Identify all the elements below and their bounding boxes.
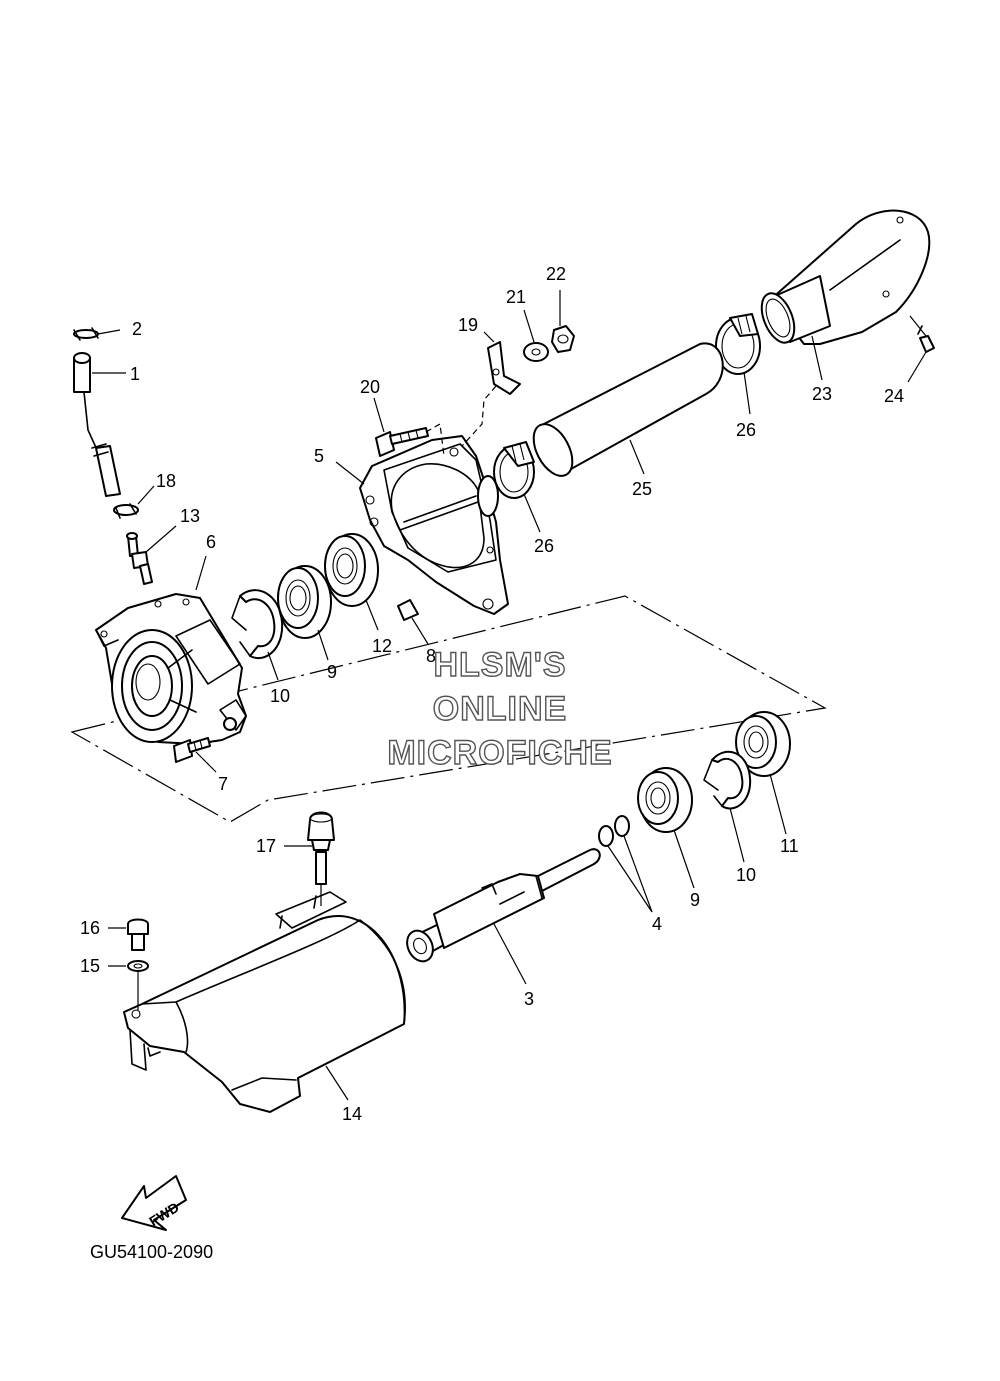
circlip-part-10-upper [231, 589, 284, 659]
callout-10-lower: 10 [736, 865, 756, 885]
bearing-part-11 [735, 711, 791, 777]
callout-20: 20 [360, 377, 380, 397]
clamp-part-26-upper [715, 313, 761, 375]
bearing-part-9-upper [277, 565, 332, 639]
nut-part-22 [551, 325, 575, 353]
screw-part-24 [917, 325, 935, 353]
cover-part-14 [123, 891, 406, 1113]
clip-part-18 [113, 503, 139, 519]
dash-19-5 [461, 385, 497, 447]
watermark: HLSM'S ONLINE MICROFICHE [387, 645, 613, 772]
circlip-part-10-lower [703, 750, 752, 810]
leader-lines [92, 290, 927, 1101]
callout-9-upper: 9 [327, 662, 337, 682]
pipe-part-23 [760, 209, 931, 345]
callout-13: 13 [180, 506, 200, 526]
callout-7: 7 [218, 774, 228, 794]
callout-5: 5 [314, 446, 324, 466]
callout-26-upper: 26 [736, 420, 756, 440]
callout-1: 1 [130, 364, 140, 384]
callout-26-lower: 26 [534, 536, 554, 556]
callout-3: 3 [524, 989, 534, 1009]
bearing-part-9-lower [637, 767, 693, 833]
watermark-line-2: ONLINE [433, 690, 567, 728]
callout-4: 4 [652, 914, 662, 934]
clip-part-2 [73, 327, 99, 341]
watermark-line-1: HLSM'S [433, 646, 566, 684]
bearing-part-12 [324, 533, 379, 607]
dash-20-5 [425, 423, 445, 457]
callout-11: 11 [780, 836, 799, 856]
callout-10-upper: 10 [270, 686, 290, 706]
housing-part-5 [359, 435, 509, 615]
callout-25: 25 [632, 479, 652, 499]
shaft-part-3 [406, 848, 601, 963]
washer-part-15 [127, 960, 149, 972]
callout-17: 17 [256, 836, 276, 856]
callout-23: 23 [812, 384, 832, 404]
callout-12: 12 [372, 636, 392, 656]
bolt-part-20 [375, 427, 429, 457]
fitting-part-13 [126, 532, 153, 585]
o-rings-part-4 [598, 815, 630, 847]
watermark-line-3: MICROFICHE [387, 734, 612, 772]
callout-22: 22 [546, 264, 566, 284]
callout-21: 21 [506, 287, 526, 307]
hose-part-1 [73, 352, 121, 497]
callouts: 1 2 3 4 5 6 7 8 9 9 10 10 11 12 13 14 15… [80, 264, 904, 1124]
bolt-part-7 [173, 737, 211, 763]
callout-6: 6 [206, 532, 216, 552]
callout-19: 19 [458, 315, 478, 335]
washer-part-21 [523, 342, 549, 362]
callout-8: 8 [426, 646, 436, 666]
callout-9-lower: 9 [690, 890, 700, 910]
upper-frame [70, 595, 827, 823]
bracket-part-19 [487, 341, 521, 395]
callout-18: 18 [156, 471, 176, 491]
diagram-code: GU54100-2090 [90, 1242, 213, 1262]
callout-15: 15 [80, 956, 100, 976]
pin-part-8 [397, 599, 419, 621]
callout-2: 2 [132, 319, 142, 339]
grommet-part-17 [307, 811, 335, 885]
callout-16: 16 [80, 918, 100, 938]
clamp-part-26-lower [493, 441, 535, 499]
pipe-part-25 [532, 342, 724, 477]
callout-24: 24 [884, 386, 904, 406]
callout-14: 14 [342, 1104, 362, 1124]
fwd-arrow-icon: FWD [121, 1175, 187, 1231]
housing-part-6 [95, 593, 247, 745]
bolt-part-16 [127, 918, 149, 951]
